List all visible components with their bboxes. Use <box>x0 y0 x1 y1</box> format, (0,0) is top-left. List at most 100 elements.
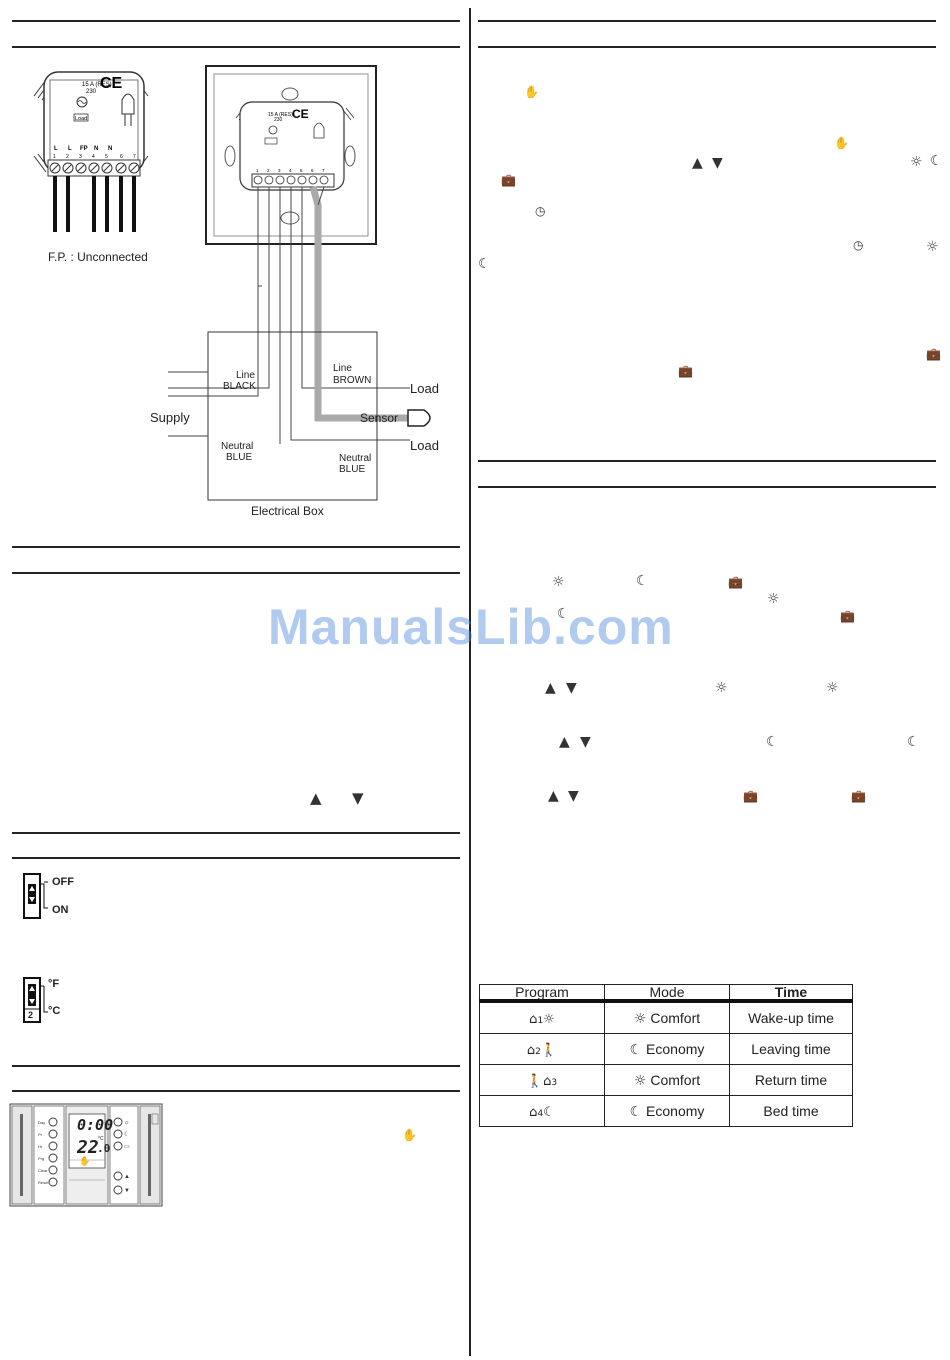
suitcase-icon: 💼 <box>678 364 693 378</box>
program-cell: ⌂2🚶 <box>479 1033 605 1065</box>
section-rule <box>478 46 936 48</box>
suitcase-icon: 💼 <box>501 173 516 187</box>
table-row: ⌂1☼ ☼ Comfort Wake-up time <box>479 1000 853 1034</box>
supply-label: Supply <box>150 410 190 425</box>
terminal-number: 7 <box>133 154 136 160</box>
unit-switch <box>23 977 48 1023</box>
program-cell: ⌂4☾ <box>479 1095 605 1127</box>
load-label-bottom: Load <box>410 438 439 453</box>
electrical-box-label: Electrical Box <box>251 504 324 518</box>
down-arrow-icon: ▼ <box>352 789 364 807</box>
suitcase-icon: 💼 <box>926 347 941 361</box>
fahrenheit-label: °F <box>48 978 60 990</box>
up-arrow-icon: ▲ <box>545 680 556 696</box>
sun-icon: ☼ <box>826 680 839 696</box>
suitcase-icon: 💼 <box>743 789 758 803</box>
moon-icon: ☾ <box>930 153 943 169</box>
section-rule <box>12 20 460 22</box>
neutral-color-label: BLUE <box>226 452 253 463</box>
svg-text:1: 1 <box>256 168 259 173</box>
celsius-label: °C <box>48 1005 61 1017</box>
section-rule <box>12 832 460 834</box>
mode-cell: ☼ Comfort <box>604 1064 730 1096</box>
svg-text:Prg: Prg <box>38 1156 44 1161</box>
svg-text:6: 6 <box>311 168 314 173</box>
hand-icon: ✋ <box>834 136 849 150</box>
svg-text:▭: ▭ <box>124 1144 130 1150</box>
sun-icon: ☼ <box>633 1072 647 1089</box>
mode-cell: ☼ Comfort <box>604 1000 730 1034</box>
sun-icon: ☼ <box>552 574 565 590</box>
moon-icon: ☾ <box>629 1041 643 1058</box>
mode-cell: ☾ Economy <box>604 1033 730 1065</box>
neutral2-label: Neutral <box>339 453 372 464</box>
svg-text:☾: ☾ <box>124 1131 129 1138</box>
svg-text:3: 3 <box>278 168 281 173</box>
terminal-number: 1 <box>53 154 56 160</box>
down-arrow-icon: ▼ <box>712 155 723 171</box>
mode-cell: ☾ Economy <box>604 1095 730 1127</box>
switch-number: 2 <box>28 1010 34 1020</box>
svg-text:230: 230 <box>274 117 283 123</box>
line-color-label: BLACK <box>223 381 256 392</box>
program-table: Program Mode Time ⌂1☼ ☼ Comfort Wake-up … <box>479 984 853 1127</box>
moon-icon: ☾ <box>557 606 570 622</box>
svg-text:7: 7 <box>322 168 325 173</box>
line-label: Line <box>236 370 255 381</box>
load-box-label: Load <box>75 116 87 122</box>
rating-text: 15 A (RES) <box>82 82 112 88</box>
sun-icon: ☼ <box>767 591 780 607</box>
moon-icon: ☾ <box>766 734 779 750</box>
time-column-header: Time <box>729 984 853 1003</box>
house-leaving-icon: ⌂2🚶 <box>526 1042 558 1058</box>
hand-icon: ✋ <box>79 1157 91 1167</box>
time-cell: Return time <box>729 1064 853 1096</box>
watermark: ManualsLib.com <box>268 599 674 655</box>
svg-text:Reset: Reset <box>38 1180 49 1185</box>
terminal-number: 5 <box>105 154 108 160</box>
section-rule <box>478 486 936 488</box>
time-cell: Bed time <box>729 1095 853 1127</box>
time-cell: Wake-up time <box>729 1000 853 1034</box>
terminal-number: 4 <box>92 154 95 160</box>
moon-icon: ☾ <box>478 256 491 272</box>
section-rule <box>478 20 936 22</box>
svg-text:2: 2 <box>267 168 270 173</box>
neutral-label: Neutral <box>221 441 254 452</box>
svg-text:Pr: Pr <box>38 1132 43 1137</box>
moon-icon: ☾ <box>629 1103 643 1120</box>
svg-text:L: L <box>68 146 72 152</box>
hand-icon: ✋ <box>524 85 539 99</box>
svg-text:▲: ▲ <box>124 1174 130 1180</box>
section-rule <box>12 546 460 548</box>
sensor-label: Sensor <box>360 411 399 425</box>
section-rule <box>12 1065 460 1067</box>
down-arrow-icon: ▼ <box>580 734 591 750</box>
terminal-number: 2 <box>66 154 69 160</box>
column-divider <box>469 8 471 1356</box>
svg-text:5: 5 <box>300 168 303 173</box>
sun-icon: ☼ <box>926 239 939 255</box>
up-arrow-icon: ▲ <box>559 734 570 750</box>
svg-text:Day: Day <box>38 1120 45 1125</box>
display-temperature-decimal: .0 <box>97 1142 111 1155</box>
display-unit: °C <box>98 1136 104 1142</box>
svg-text:L: L <box>54 146 58 152</box>
display-temperature: 22 <box>77 1137 99 1158</box>
up-arrow-icon: ▲ <box>310 789 322 807</box>
section-rule <box>12 46 460 48</box>
svg-text:CE: CE <box>292 107 309 121</box>
time-cell: Leaving time <box>729 1033 853 1065</box>
svg-text:FP: FP <box>80 146 88 152</box>
clock-icon: ◷ <box>853 238 864 252</box>
off-on-switch <box>23 873 48 919</box>
fp-unconnected-note: F.P. : Unconnected <box>48 250 148 264</box>
hand-icon: ✋ <box>402 1128 417 1142</box>
switch-off-label: OFF <box>52 876 74 888</box>
program-cell: 🚶⌂3 <box>479 1064 605 1096</box>
svg-text:15 A (RES): 15 A (RES) <box>268 112 293 118</box>
table-row: ⌂4☾ ☾ Economy Bed time <box>479 1095 853 1127</box>
line2-color-label: BROWN <box>333 375 372 386</box>
terminal-number: 3 <box>79 154 82 160</box>
